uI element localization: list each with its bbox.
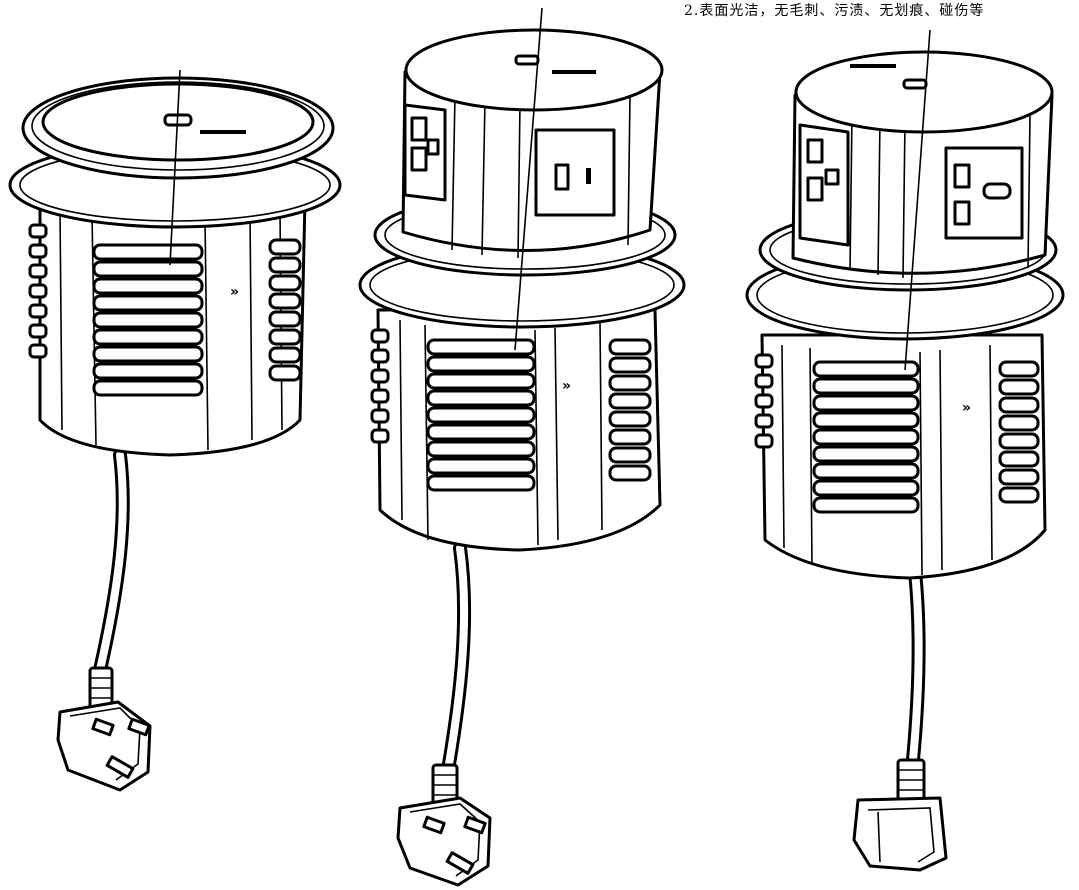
vent-ribs <box>426 338 536 492</box>
popup-tower <box>791 50 1054 279</box>
socket-body: » <box>28 198 307 457</box>
side-vent-right <box>998 360 1040 504</box>
center-axis-line <box>169 69 181 266</box>
side-vent-right <box>268 238 302 382</box>
uk-plug <box>852 796 948 872</box>
outlet-left <box>798 123 850 247</box>
direction-arrow-icon: » <box>962 400 971 416</box>
outlet-front <box>534 128 616 217</box>
side-vent-left <box>370 328 390 444</box>
indicator-slot <box>514 54 540 66</box>
popup-tower <box>401 28 664 259</box>
side-vent-left <box>28 223 48 359</box>
socket-unit-raised-1: » <box>358 7 686 887</box>
center-axis-line <box>904 29 931 371</box>
socket-body: » <box>754 333 1047 580</box>
strain-relief <box>896 758 926 804</box>
vent-ribs <box>812 360 920 514</box>
logo-mark <box>850 64 896 68</box>
socket-unit-raised-2: » <box>745 29 1065 872</box>
power-cord <box>441 541 472 777</box>
side-vent-right <box>608 338 652 482</box>
logo-mark <box>200 130 246 134</box>
indicator-slot <box>902 78 928 90</box>
direction-arrow-icon: » <box>230 284 239 300</box>
socket-unit-retracted: » <box>8 69 342 792</box>
outlet-left <box>403 103 447 202</box>
side-vent-left <box>754 353 774 449</box>
uk-plug <box>56 700 152 792</box>
power-cord <box>905 565 926 777</box>
direction-arrow-icon: » <box>562 378 571 394</box>
center-axis-line <box>514 7 543 351</box>
logo-mark <box>552 70 596 74</box>
uk-plug <box>396 796 492 887</box>
socket-body: » <box>370 308 662 552</box>
outlet-front <box>944 146 1024 240</box>
power-cord <box>93 448 130 677</box>
spec-note: 2.表面光洁，无毛刺、污渍、无划痕、碰伤等 <box>684 3 985 19</box>
vent-ribs <box>92 243 204 397</box>
